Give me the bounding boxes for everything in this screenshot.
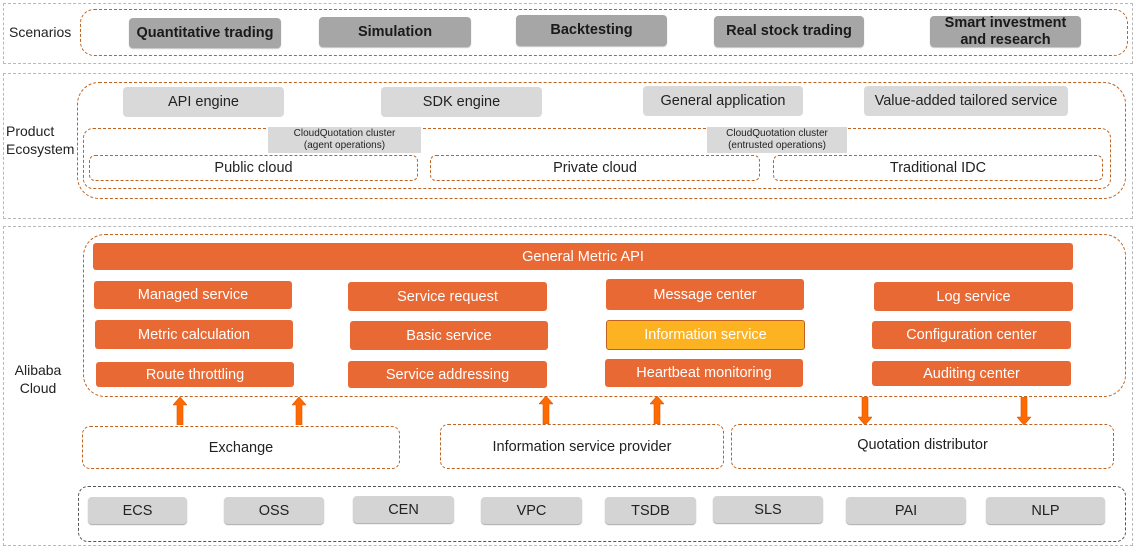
arrow-up-icon (173, 397, 187, 425)
infra-oss[interactable]: OSS (224, 497, 324, 524)
scenarios-group (80, 9, 1128, 56)
arrow-up-icon (292, 397, 306, 425)
infra-cen[interactable]: CEN (353, 496, 454, 523)
deployment-public-cloud[interactable]: Public cloud (89, 155, 418, 181)
scenario-backtesting[interactable]: Backtesting (516, 15, 667, 46)
cluster-tag-agent-operations: CloudQuotation cluster (agent operations… (268, 127, 421, 153)
cluster-subtitle: (agent operations) (303, 140, 386, 151)
provider-quotation-distributor[interactable]: Quotation distributor (731, 424, 1114, 469)
scenarios-layer (3, 3, 1133, 64)
cluster-tag-entrusted-operations: CloudQuotation cluster (entrusted operat… (707, 127, 847, 153)
scenario-quantitative-trading[interactable]: Quantitative trading (129, 18, 281, 48)
deployment-traditional-idc[interactable]: Traditional IDC (773, 155, 1103, 181)
infrastructure-group (78, 486, 1126, 542)
provider-information-service-provider[interactable]: Information service provider (440, 424, 724, 469)
infra-vpc[interactable]: VPC (481, 497, 582, 524)
core-services-group (83, 234, 1126, 397)
service-route-throttling[interactable]: Route throttling (96, 362, 294, 387)
service-auditing-center[interactable]: Auditing center (872, 361, 1071, 386)
scenario-simulation[interactable]: Simulation (319, 17, 471, 47)
service-heartbeat-monitoring[interactable]: Heartbeat monitoring (605, 359, 803, 387)
deployment-private-cloud[interactable]: Private cloud (430, 155, 760, 181)
general-metric-api-bar[interactable]: General Metric API (93, 243, 1073, 270)
product-ecosystem-layer-label: Product Ecosystem (6, 123, 75, 157)
deployment-group (83, 128, 1111, 189)
provider-exchange[interactable]: Exchange (82, 426, 400, 469)
service-service-request[interactable]: Service request (348, 282, 547, 311)
service-information-service[interactable]: Information service (606, 320, 805, 350)
service-managed-service[interactable]: Managed service (94, 281, 292, 309)
arrow-up-icon (539, 396, 553, 424)
infra-tsdb[interactable]: TSDB (605, 497, 696, 524)
product-ecosystem-layer (3, 73, 1133, 219)
alibaba-cloud-layer-label: Alibaba Cloud (14, 362, 62, 396)
arrow-down-icon (858, 397, 872, 425)
scenarios-layer-label: Scenarios (9, 24, 72, 40)
infra-ecs[interactable]: ECS (88, 497, 187, 524)
service-log-service[interactable]: Log service (874, 282, 1073, 311)
cluster-title: CloudQuotation cluster (293, 128, 396, 139)
arrow-up-icon (650, 396, 664, 424)
scenario-smart-investment[interactable]: Smart investment and research (930, 15, 1081, 48)
arrow-down-icon (1017, 397, 1031, 425)
scenario-real-stock-trading[interactable]: Real stock trading (714, 16, 864, 47)
service-metric-calculation[interactable]: Metric calculation (95, 320, 293, 349)
alibaba-cloud-layer (3, 226, 1133, 546)
product-sdk-engine[interactable]: SDK engine (381, 87, 542, 117)
cluster-subtitle: (entrusted operations) (728, 140, 826, 151)
infra-pai[interactable]: PAI (846, 497, 966, 524)
service-service-addressing[interactable]: Service addressing (348, 361, 547, 388)
cluster-title: CloudQuotation cluster (726, 128, 828, 139)
service-message-center[interactable]: Message center (606, 279, 804, 310)
product-ecosystem-group (77, 82, 1126, 199)
product-general-application[interactable]: General application (643, 86, 803, 116)
service-basic-service[interactable]: Basic service (350, 321, 548, 350)
product-api-engine[interactable]: API engine (123, 87, 284, 117)
service-configuration-center[interactable]: Configuration center (872, 321, 1071, 349)
product-value-added-service[interactable]: Value-added tailored service (864, 86, 1068, 116)
infra-sls[interactable]: SLS (713, 496, 823, 523)
infra-nlp[interactable]: NLP (986, 497, 1105, 524)
